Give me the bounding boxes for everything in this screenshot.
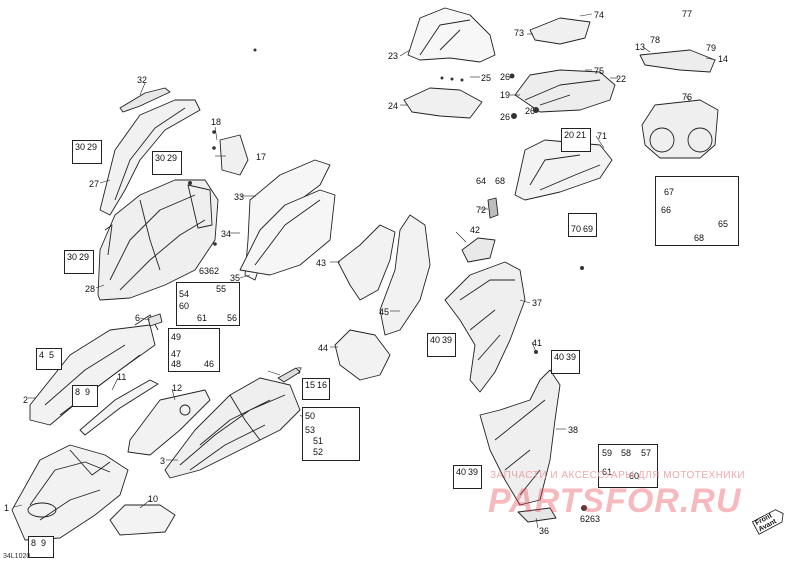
callout-64: 64 xyxy=(476,176,487,186)
callout-14: 14 xyxy=(718,54,729,64)
hardware-box-8-9-b: 8 9 xyxy=(28,536,54,558)
callout-76: 76 xyxy=(682,92,693,102)
callout-32: 32 xyxy=(137,75,148,85)
hardware-box-49-46: 49 47 48 46 xyxy=(168,328,220,372)
callout-41: 41 xyxy=(532,338,543,348)
callout-75: 75 xyxy=(594,66,605,76)
part-handlebar-trim xyxy=(639,49,716,73)
callout-2: 2 xyxy=(23,395,29,405)
hardware-box-15-16: 15 16 xyxy=(302,378,330,400)
part-duct-left xyxy=(337,224,396,301)
hardware-box-4-5: 4 5 xyxy=(36,348,62,370)
hardware-box-30-29-a: 30 29 xyxy=(72,140,102,164)
part-vent-grille xyxy=(461,237,496,263)
callout-24: 24 xyxy=(388,101,399,111)
part-lower-trim xyxy=(517,507,557,523)
callout-19: 19 xyxy=(500,90,511,100)
callout-26-a: 26 xyxy=(500,72,511,82)
part-large-side-fairing xyxy=(164,377,301,479)
callout-7: 7 xyxy=(297,366,303,376)
callout-34: 34 xyxy=(221,229,232,239)
callout-6: 6 xyxy=(135,313,141,323)
callout-6362: 6362 xyxy=(199,266,220,276)
callout-71: 71 xyxy=(597,131,608,141)
callout-3: 3 xyxy=(160,456,166,466)
hardware-box-20-21: 20 21 xyxy=(561,128,591,152)
part-main-front-body xyxy=(97,179,219,301)
callout-43: 43 xyxy=(316,258,327,268)
callout-23: 23 xyxy=(388,51,399,61)
hardware-box-40-39-b: 40 39 xyxy=(551,350,580,374)
callout-13: 13 xyxy=(635,42,646,52)
part-front-lower-fairing xyxy=(11,444,129,541)
hardware-box-40-39-a: 40 39 xyxy=(427,333,456,357)
part-screen-trim xyxy=(403,87,483,119)
callout-1: 1 xyxy=(4,503,10,513)
callout-44: 44 xyxy=(318,343,329,353)
hardware-box-67-65: 67 66 68 65 xyxy=(655,176,739,246)
watermark-tagline: ЗАПЧАСТИ И АКСЕССУАРЫ ДЛЯ МОТОТЕХНИКИ xyxy=(490,470,746,481)
hardware-box-30-29-b: 30 29 xyxy=(152,151,182,175)
callout-79: 79 xyxy=(706,43,717,53)
part-dashboard-support xyxy=(514,69,616,113)
callout-17: 17 xyxy=(256,152,267,162)
callout-26-c: 26 xyxy=(525,106,536,116)
part-lower-right-fairing xyxy=(479,369,561,506)
callout-72: 72 xyxy=(476,205,487,215)
callout-27: 27 xyxy=(89,179,100,189)
part-seat-pad xyxy=(109,504,176,536)
hardware-box-30-29-c: 30 29 xyxy=(64,250,94,274)
part-lower-duct xyxy=(334,329,391,381)
callout-37: 37 xyxy=(532,298,543,308)
part-trim-strip xyxy=(79,379,159,436)
part-right-side-fairing xyxy=(444,261,526,393)
hardware-box-50-52: 50 53 51 52 xyxy=(302,407,360,461)
callout-35: 35 xyxy=(230,273,241,283)
callout-28: 28 xyxy=(85,284,96,294)
part-windscreen xyxy=(407,7,496,63)
callout-26-b: 26 xyxy=(500,112,511,122)
callout-11: 11 xyxy=(117,372,127,382)
callout-10: 10 xyxy=(148,494,159,504)
part-inner-panel xyxy=(127,389,211,456)
hardware-box-70-69: 70 69 xyxy=(568,213,597,237)
callout-12: 12 xyxy=(172,383,183,393)
callout-25: 25 xyxy=(481,73,492,83)
part-headlight-housing xyxy=(641,99,719,159)
callout-73: 73 xyxy=(514,28,525,38)
part-clip xyxy=(277,367,301,383)
hardware-box-54-56: 54 55 60 61 56 xyxy=(176,282,240,326)
callout-22: 22 xyxy=(616,74,627,84)
part-upper-trim xyxy=(119,87,171,113)
callout-18: 18 xyxy=(211,117,222,127)
callout-68: 68 xyxy=(495,176,506,186)
hardware-box-8-9-a: 8 9 xyxy=(72,385,98,407)
callout-36: 36 xyxy=(539,526,550,536)
callout-77: 77 xyxy=(682,9,693,19)
callout-74: 74 xyxy=(594,10,605,20)
hardware-box-40-39-c: 40 39 xyxy=(453,465,482,489)
callout-33: 33 xyxy=(234,192,245,202)
reference-code: 34L1020 xyxy=(3,553,31,560)
hardware-box-59-60: 59 58 57 61 60 xyxy=(598,444,658,488)
part-mount-bracket xyxy=(219,134,249,176)
part-cover-73 xyxy=(529,17,591,45)
part-headlight xyxy=(514,139,613,201)
watermark-logo: PARTSFOR.RU xyxy=(488,482,742,520)
callout-38: 38 xyxy=(568,425,579,435)
callout-45: 45 xyxy=(379,307,390,317)
part-left-side-panel xyxy=(29,314,159,426)
part-small-bracket xyxy=(147,313,163,327)
part-small-cover xyxy=(487,197,499,219)
part-inner-liner xyxy=(239,159,336,281)
part-duct-right xyxy=(379,214,431,336)
part-upper-side-panel xyxy=(99,99,201,216)
callout-6263: 6263 xyxy=(580,514,601,524)
callout-78: 78 xyxy=(650,35,661,45)
front-direction-badge: Front Avant xyxy=(749,503,789,538)
callout-42: 42 xyxy=(470,225,481,235)
